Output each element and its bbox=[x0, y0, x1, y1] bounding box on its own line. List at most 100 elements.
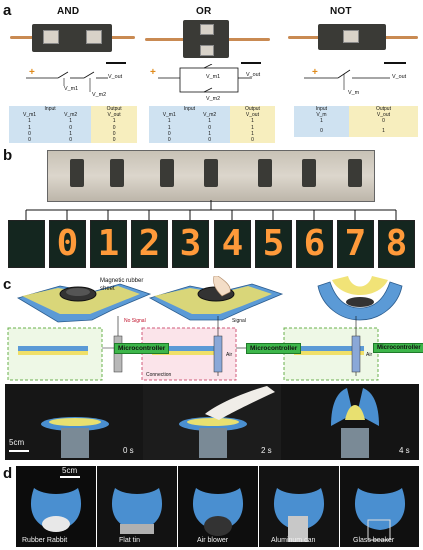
digit-value: 5 bbox=[262, 223, 285, 264]
tt-cell: 0 bbox=[189, 137, 230, 144]
tt-cell: 1 bbox=[91, 118, 137, 125]
no-signal-label: No Signal bbox=[124, 318, 146, 324]
object-caption: Aluminum can bbox=[271, 537, 316, 544]
tt-cell: 0 bbox=[348, 118, 418, 125]
tt-col: V_m1 bbox=[149, 112, 190, 119]
tt-header: Input bbox=[9, 106, 92, 113]
not-gate-title: NOT bbox=[330, 6, 352, 17]
digit-value: 3 bbox=[179, 223, 202, 264]
and-vm2-label: V_m2 bbox=[92, 92, 107, 98]
panel-label-c: c bbox=[3, 276, 12, 293]
tt-cell: 1 bbox=[294, 118, 349, 125]
not-device-photo bbox=[288, 22, 418, 54]
tt-cell: 1 bbox=[229, 124, 275, 131]
digit-value: 6 bbox=[303, 223, 326, 264]
air-label: Air bbox=[366, 352, 373, 358]
tt-header: Output bbox=[348, 106, 418, 113]
seven-segment-display: 2 bbox=[131, 220, 168, 268]
microcontroller-box: Microcontroller bbox=[373, 343, 423, 353]
scale-bar bbox=[106, 62, 126, 64]
tt-cell: 1 bbox=[189, 130, 230, 138]
panel-label-d: d bbox=[3, 465, 13, 482]
tt-cell: 0 bbox=[91, 137, 137, 144]
tt-cell: 1 bbox=[50, 118, 92, 125]
digit-value: 2 bbox=[138, 223, 161, 264]
tt-cell: 0 bbox=[9, 137, 51, 144]
tt-cell: 0 bbox=[50, 124, 92, 131]
tt-cell: 1 bbox=[189, 118, 230, 125]
digit-value: 7 bbox=[344, 223, 367, 264]
and-vm1-label: V_m1 bbox=[64, 86, 79, 92]
or-gate-title: OR bbox=[196, 6, 212, 17]
not-vm-label: V_m bbox=[348, 90, 360, 96]
tt-cell: 0 bbox=[294, 124, 349, 137]
scale-bar bbox=[241, 62, 261, 64]
digit-value: 0 bbox=[56, 223, 79, 264]
tt-col: V_m2 bbox=[189, 112, 230, 119]
scale-bar bbox=[60, 476, 80, 478]
not-vout-label: V_out bbox=[392, 74, 407, 80]
scale-label: 5cm bbox=[9, 438, 25, 447]
tt-col: V_m1 bbox=[9, 112, 51, 119]
seven-segment-display: 0 bbox=[49, 220, 86, 268]
signal-label: Signal bbox=[232, 318, 246, 324]
or-circuit-diagram bbox=[158, 64, 252, 93]
tt-header: Input bbox=[294, 106, 349, 113]
panel-label-b: b bbox=[3, 147, 13, 164]
digit-value: 8 bbox=[385, 223, 408, 264]
object-caption: Rubber Rabbit bbox=[22, 537, 68, 544]
time-label: 2 s bbox=[261, 446, 272, 455]
connection-label: Connection bbox=[146, 372, 172, 378]
and-gate-title: AND bbox=[57, 6, 80, 17]
grasping-photo-illustration bbox=[16, 466, 419, 547]
tt-cell: 1 bbox=[149, 124, 190, 131]
or-plus-sign: + bbox=[150, 67, 156, 78]
and-plus-sign: + bbox=[29, 67, 35, 78]
magnetic-sheet-label: Magnetic rubber sheet bbox=[100, 278, 144, 292]
seven-segment-display: 4 bbox=[214, 220, 251, 268]
gripper-schematic bbox=[7, 276, 403, 381]
tt-cell: 0 bbox=[91, 124, 137, 131]
tt-cell: 1 bbox=[229, 130, 275, 138]
seven-segment-display-blank bbox=[8, 220, 45, 268]
tt-cell: 1 bbox=[229, 118, 275, 125]
digit-value: 4 bbox=[221, 223, 244, 264]
panel-label-a: a bbox=[3, 2, 12, 19]
tt-header: Input bbox=[149, 106, 230, 113]
tt-cell: 0 bbox=[149, 130, 190, 138]
tt-cell: 1 bbox=[9, 124, 51, 131]
and-device-photo bbox=[10, 22, 135, 54]
object-caption: Flat tin bbox=[119, 537, 141, 544]
scale-label: 5cm bbox=[62, 466, 78, 475]
not-circuit-diagram bbox=[304, 69, 390, 90]
seven-segment-display: 6 bbox=[296, 220, 333, 268]
tt-cell: 1 bbox=[50, 130, 92, 138]
not-plus-sign: + bbox=[312, 67, 318, 78]
digit-value: 1 bbox=[97, 223, 120, 264]
microcontroller-box: Microcontroller bbox=[114, 343, 170, 354]
time-label: 0 s bbox=[123, 446, 134, 455]
and-vout-label: V_out bbox=[108, 74, 123, 80]
seven-segment-display: 1 bbox=[90, 220, 127, 268]
grasping-photo-strip: 5cm Rubber Rabbit Flat tin Air blower Al… bbox=[16, 466, 419, 547]
tt-col: V_out bbox=[229, 112, 275, 119]
tt-cell: 1 bbox=[348, 124, 418, 137]
seven-segment-display: 8 bbox=[378, 220, 415, 268]
object-caption: Air blower bbox=[197, 537, 229, 544]
tt-header: Output bbox=[91, 106, 137, 113]
scale-bar bbox=[384, 62, 406, 64]
digit-connector-tree bbox=[25, 200, 397, 220]
seven-segment-display: 5 bbox=[255, 220, 292, 268]
or-device-photo bbox=[145, 18, 270, 60]
tt-cell: 1 bbox=[9, 118, 51, 125]
tt-col: V_out bbox=[91, 112, 137, 119]
object-caption: Glass beaker bbox=[353, 537, 395, 544]
tt-cell: 1 bbox=[149, 118, 190, 125]
tt-cell: 0 bbox=[50, 137, 92, 144]
tt-cell: 0 bbox=[91, 130, 137, 138]
or-vm1-label: V_m1 bbox=[206, 74, 221, 80]
tt-cell: 0 bbox=[189, 124, 230, 131]
